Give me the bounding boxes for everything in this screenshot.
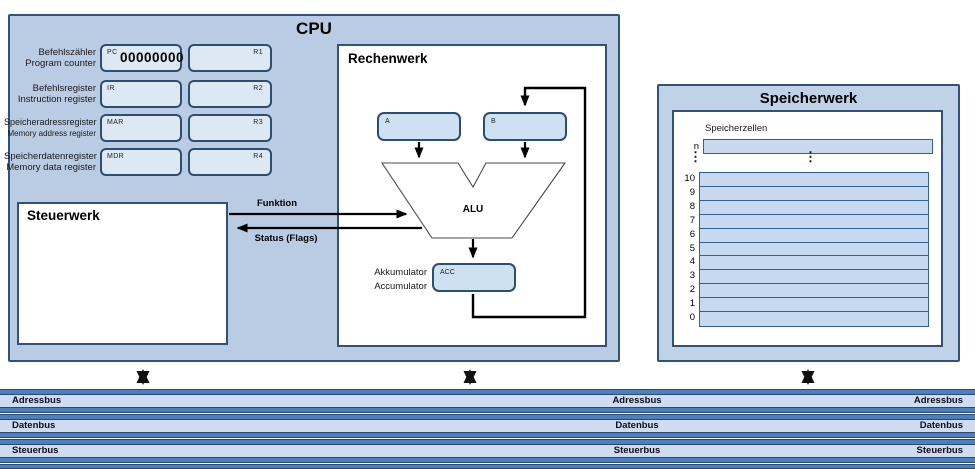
memory-ellipsis-left: ⋮ <box>689 149 702 164</box>
input-b-tag: B <box>491 118 496 125</box>
cpu-title: CPU <box>296 19 332 38</box>
ir-register-box: IR <box>100 80 182 108</box>
datenbus-label-band: Datenbus Datenbus Datenbus <box>0 420 975 432</box>
memory-row-n-cell <box>703 139 933 154</box>
memory-cells-stack: 10 9 8 7 6 5 4 3 2 1 0 <box>657 172 933 327</box>
speicherwerk-title: Speicherwerk <box>759 90 858 107</box>
input-a-tag: A <box>385 118 390 125</box>
adressbus-label-center: Adressbus <box>612 395 662 406</box>
bus-stripe <box>0 414 975 420</box>
steuerbus-label-band: Steuerbus Steuerbus Steuerbus <box>0 445 975 457</box>
memory-ellipsis-middle: ⋮ <box>804 149 817 164</box>
bus-stripe <box>0 389 975 395</box>
datenbus-label-left: Datenbus <box>12 420 56 431</box>
bus-stripe <box>0 457 975 463</box>
memory-cell <box>699 311 929 327</box>
mar-register-label: Speicheradressregister Memory address re… <box>4 117 97 139</box>
r1-tag: R1 <box>253 49 263 56</box>
datenbus-label-right: Datenbus <box>919 420 963 431</box>
alu-input-b-box: B <box>483 112 567 141</box>
pc-value: 00000000 <box>120 50 185 65</box>
r3-register-box: R3 <box>188 114 272 142</box>
bus-stripe <box>0 432 975 438</box>
pc-register-label: Befehlszähler Program counter <box>4 47 96 69</box>
label-speicherdatenregister: Speicherdatenregister <box>4 151 97 162</box>
label-instruction-register: Instruction register <box>17 94 96 105</box>
pc-tag: PC <box>107 49 118 56</box>
r4-register-box: R4 <box>188 148 272 176</box>
r4-tag: R4 <box>253 153 263 160</box>
alu-input-a-box: A <box>377 112 461 141</box>
r1-register-box: R1 <box>188 44 272 72</box>
memory-row-n-label: n <box>693 141 699 152</box>
pc-register-box: PC 00000000 <box>100 44 185 72</box>
datenbus-band: Datenbus Datenbus Datenbus <box>0 414 975 438</box>
r2-register-box: R2 <box>188 80 272 108</box>
accumulator-side-label: Akkumulator Accumulator <box>330 266 427 294</box>
label-befehlsregister: Befehlsregister <box>32 83 96 94</box>
bus-stripe <box>0 407 975 413</box>
steuerbus-label-left: Steuerbus <box>12 445 59 456</box>
label-memory-address-register: Memory address register <box>7 129 96 138</box>
mdr-register-label: Speicherdatenregister Memory data regist… <box>4 151 97 173</box>
ir-register-label: Befehlsregister Instruction register <box>4 83 96 105</box>
memory-row-0: 0 <box>657 311 933 327</box>
funktion-label: Funktion <box>256 198 298 209</box>
datenbus-label-center: Datenbus <box>615 420 659 431</box>
status-flags-label: Status (Flags) <box>254 233 318 244</box>
label-befehlszaehler: Befehlszähler <box>38 47 96 58</box>
adressbus-band: Adressbus Adressbus Adressbus <box>0 389 975 413</box>
adressbus-label-band: Adressbus Adressbus Adressbus <box>0 395 975 407</box>
adressbus-label-left: Adressbus <box>12 395 62 406</box>
steuerbus-label-right: Steuerbus <box>916 445 963 456</box>
adressbus-label-right: Adressbus <box>913 395 963 406</box>
steuerbus-band: Steuerbus Steuerbus Steuerbus <box>0 439 975 463</box>
mar-tag: MAR <box>107 119 124 126</box>
steuerwerk-block <box>17 202 228 345</box>
ir-tag: IR <box>107 85 115 92</box>
acc-tag: ACC <box>440 269 455 276</box>
mdr-tag: MDR <box>107 153 125 160</box>
alu-label: ALU <box>462 204 484 215</box>
speicherzellen-label: Speicherzellen <box>705 123 768 134</box>
rechenwerk-title: Rechenwerk <box>348 51 428 66</box>
steuerbus-label-center: Steuerbus <box>613 445 661 456</box>
label-memory-data-register: Memory data register <box>6 162 96 173</box>
steuerwerk-title: Steuerwerk <box>27 208 100 223</box>
mar-register-box: MAR <box>100 114 182 142</box>
label-akkumulator: Akkumulator <box>374 267 427 278</box>
label-accumulator: Accumulator <box>374 281 427 292</box>
label-program-counter: Program counter <box>25 58 96 69</box>
r3-tag: R3 <box>253 119 263 126</box>
rechenwerk-block <box>337 44 607 347</box>
r2-tag: R2 <box>253 85 263 92</box>
bus-stripe <box>0 439 975 445</box>
bus-bottom-stripe <box>0 464 975 469</box>
label-speicheradressregister: Speicheradressregister <box>4 117 97 127</box>
mdr-register-box: MDR <box>100 148 182 176</box>
accumulator-box: ACC <box>432 263 516 292</box>
